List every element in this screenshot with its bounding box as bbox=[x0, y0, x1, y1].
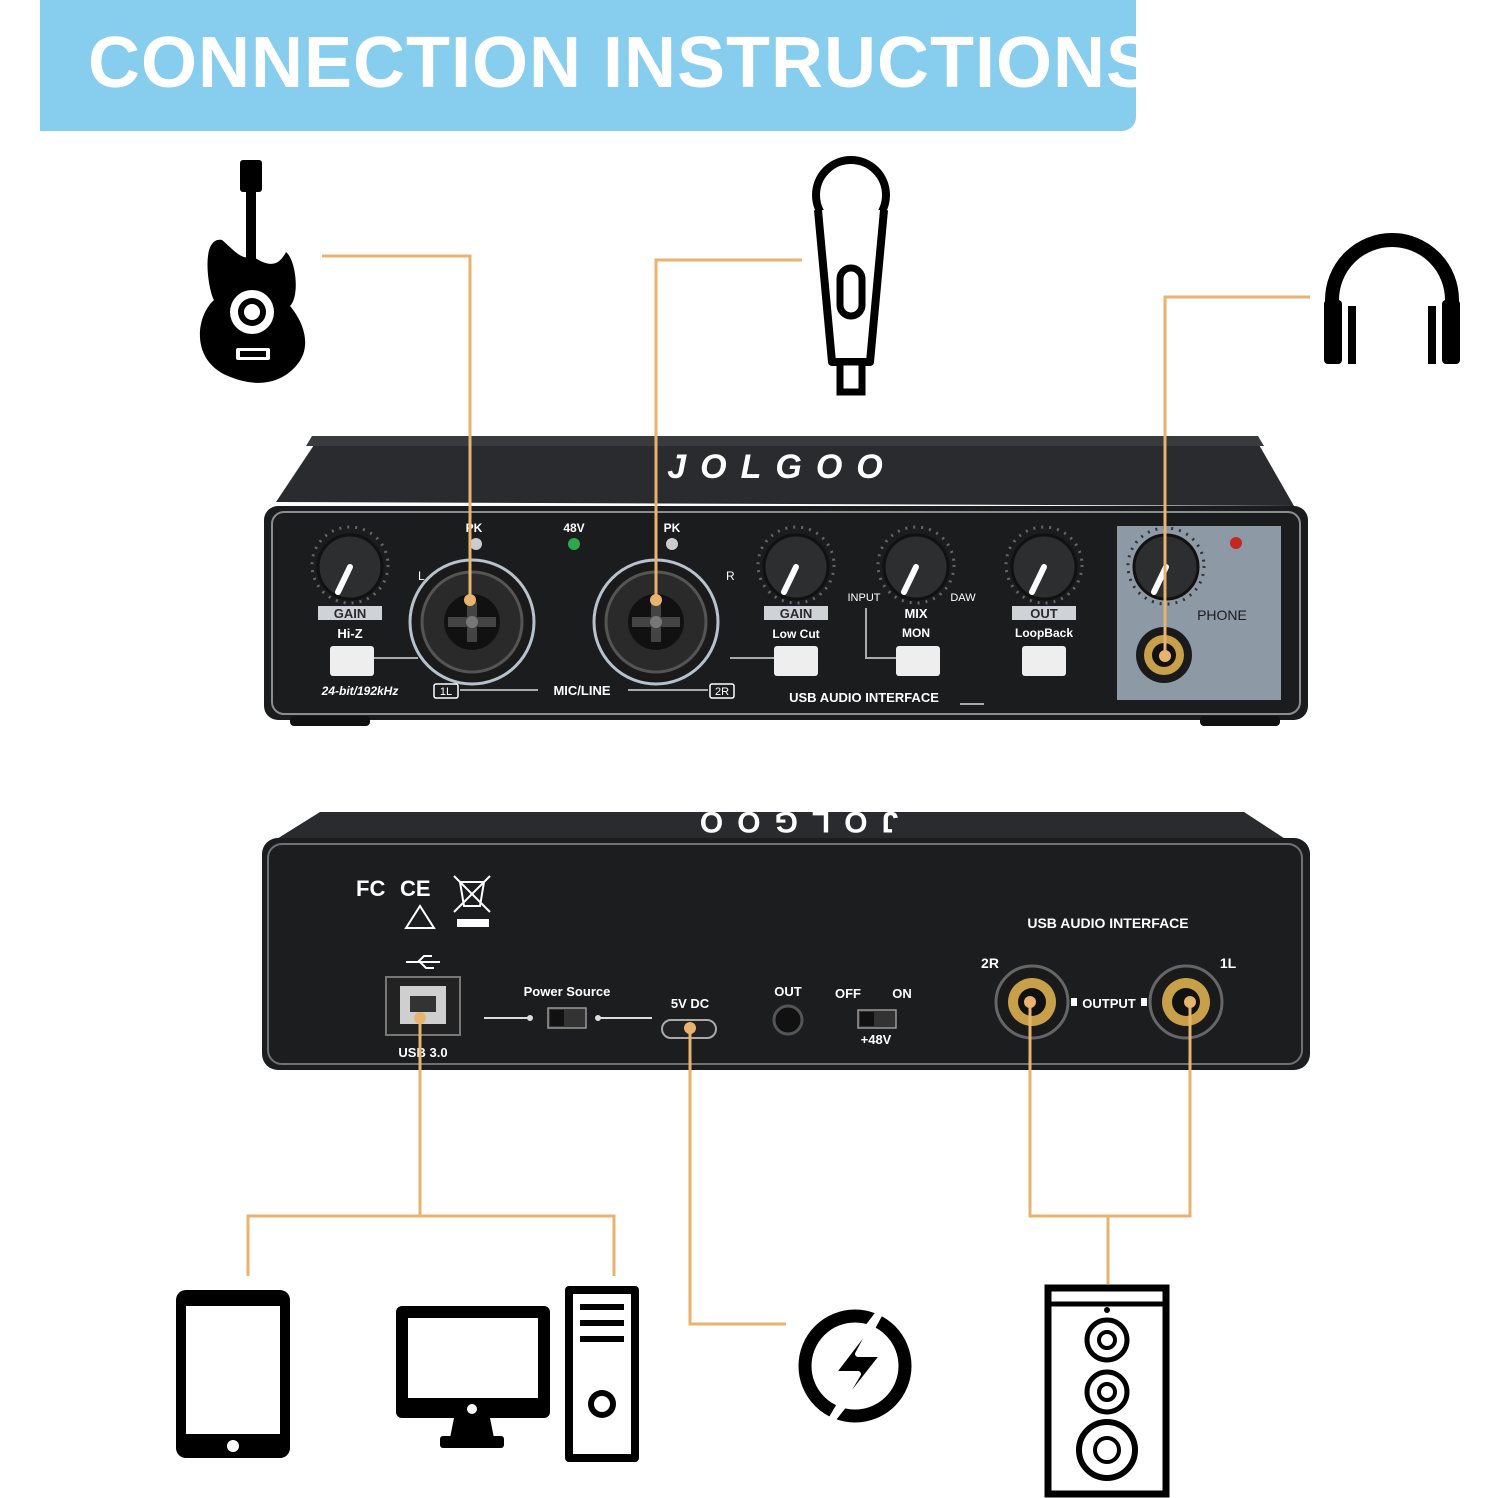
combo-input-2r[interactable] bbox=[592, 558, 720, 686]
usb-b-port[interactable] bbox=[385, 976, 461, 1036]
phantom-led-label: 48V bbox=[563, 521, 584, 535]
hiz-label: Hi-Z bbox=[337, 626, 362, 641]
input-1-label: 1L bbox=[440, 686, 452, 698]
gain-knob-left[interactable] bbox=[310, 525, 390, 605]
channel-l-label: L bbox=[418, 569, 425, 583]
out-label: OUT bbox=[1030, 606, 1058, 621]
usb-symbol-icon bbox=[406, 955, 440, 969]
gain-right-label-box bbox=[764, 606, 828, 620]
mix-daw-label: DAW bbox=[950, 592, 976, 604]
front-brand-logo: JOLGOO bbox=[667, 448, 896, 486]
phantom-switch-label: +48V bbox=[861, 1032, 892, 1047]
phantom-off-label: OFF bbox=[835, 986, 861, 1001]
power-source-label: Power Source bbox=[524, 984, 611, 999]
gain-knob-right[interactable] bbox=[756, 525, 836, 605]
dc-label: 5V DC bbox=[671, 996, 710, 1011]
output-2r-label: 2R bbox=[981, 955, 999, 971]
connector-endpoints bbox=[414, 594, 1196, 1034]
headphones-icon bbox=[1324, 233, 1460, 364]
phone-led bbox=[1230, 537, 1242, 549]
power-icon bbox=[798, 1303, 912, 1431]
output-1l-label: 1L bbox=[1220, 955, 1237, 971]
usb-port-label: USB 3.0 bbox=[398, 1045, 447, 1060]
back-brand-logo: JOLGOO bbox=[686, 805, 898, 838]
weee-icon bbox=[453, 875, 491, 927]
page-title: CONNECTION INSTRUCTIONS bbox=[88, 23, 1155, 103]
bit-rate-label: 24-bit/192kHz bbox=[321, 684, 399, 698]
guitar-icon bbox=[199, 160, 306, 383]
pk-right-label: PK bbox=[664, 521, 681, 535]
back-usb-interface-label: USB AUDIO INTERFACE bbox=[1027, 915, 1188, 931]
loopback-button[interactable] bbox=[1022, 646, 1066, 676]
mix-label: MIX bbox=[904, 606, 927, 621]
tablet-icon bbox=[176, 1290, 290, 1458]
mix-knob[interactable] bbox=[876, 525, 956, 605]
title-banner: CONNECTION INSTRUCTIONS bbox=[40, 0, 1155, 131]
ce-mark: CE bbox=[400, 876, 431, 901]
speaker-icon bbox=[1044, 1284, 1170, 1498]
pk-right-led bbox=[666, 538, 678, 550]
input-2-label: 2R bbox=[715, 686, 729, 698]
desktop-computer-icon bbox=[396, 1286, 639, 1462]
combo-input-1l[interactable] bbox=[408, 558, 536, 686]
gain-left-label-box bbox=[318, 606, 382, 620]
pk-left-led bbox=[470, 538, 482, 550]
microphone-icon bbox=[812, 156, 890, 396]
out-knob[interactable] bbox=[1004, 525, 1084, 605]
rcm-icon bbox=[404, 904, 436, 929]
mon-button[interactable] bbox=[896, 646, 940, 676]
connector-lines bbox=[246, 254, 1310, 1326]
back-panel-device: JOLGOO FC CE USB 3.0 Power Source bbox=[262, 805, 1310, 1070]
phone-label: PHONE bbox=[1197, 607, 1247, 623]
fc-mark: FC bbox=[356, 876, 385, 901]
mic-line-label: MIC/LINE bbox=[553, 683, 610, 698]
phantom-led bbox=[568, 538, 580, 550]
mon-label: MON bbox=[902, 626, 930, 640]
loopback-label: LoopBack bbox=[1015, 626, 1073, 640]
out-label-box bbox=[1012, 606, 1076, 620]
lowcut-button[interactable] bbox=[774, 646, 818, 676]
line-out-jack[interactable] bbox=[772, 1004, 804, 1036]
mix-input-label: INPUT bbox=[848, 592, 881, 604]
output-label: OUTPUT bbox=[1082, 996, 1136, 1011]
line-out-label: OUT bbox=[774, 984, 802, 999]
phantom-on-label: ON bbox=[892, 986, 912, 1001]
lowcut-label: Low Cut bbox=[772, 627, 819, 641]
gain-right-label: GAIN bbox=[780, 606, 813, 621]
pk-left-label: PK bbox=[466, 521, 483, 535]
front-usb-interface-label: USB AUDIO INTERFACE bbox=[789, 690, 939, 705]
channel-r-label: R bbox=[726, 569, 735, 583]
front-panel-device: JOLGOO GAIN Hi-Z L PK 48V PK bbox=[264, 436, 1308, 726]
gain-left-label: GAIN bbox=[334, 606, 367, 621]
hiz-button[interactable] bbox=[330, 646, 374, 676]
